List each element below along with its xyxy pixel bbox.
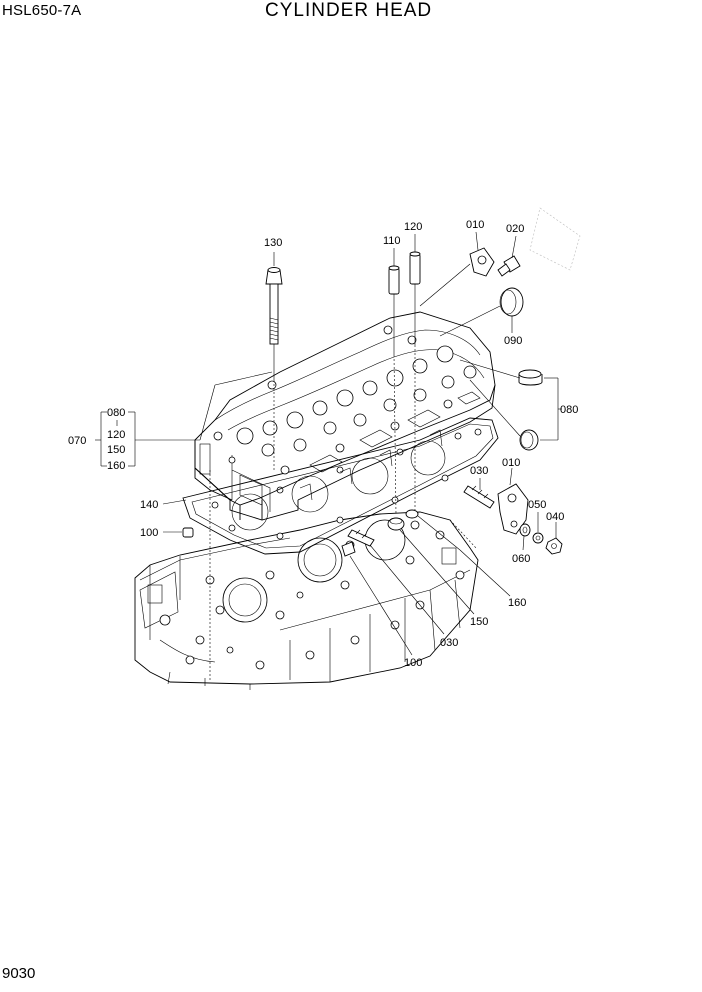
callout-130: 130 — [264, 237, 282, 249]
callout-050: 050 — [528, 499, 546, 511]
callout-140: 140 — [140, 499, 158, 511]
callout-100-lower: 100 — [404, 657, 422, 669]
leader-lines — [95, 231, 562, 680]
callout-060: 060 — [512, 553, 530, 565]
plug-150-drawing — [387, 509, 419, 531]
callout-010-lower: 010 — [502, 457, 520, 469]
engine-block-drawing — [134, 511, 479, 690]
callout-070-150: 150 — [107, 444, 125, 456]
callout-010-top: 010 — [466, 219, 484, 231]
callout-150: 150 — [470, 616, 488, 628]
callout-110: 110 — [383, 235, 401, 247]
model-number: HSL650-7A — [2, 2, 82, 19]
cup-plug-080-drawing — [518, 369, 543, 451]
stud-030-drawing — [347, 485, 495, 547]
cylinder-head-drawing — [194, 311, 496, 521]
callout-070-120: 120 — [107, 429, 125, 441]
callout-090: 090 — [504, 335, 522, 347]
callout-labels: 130 110 120 010 020 090 080 070 080 120 … — [68, 219, 578, 669]
plug-100-drawing — [182, 527, 356, 557]
dowel-110-drawing — [388, 265, 400, 295]
head-gasket-drawing — [182, 417, 499, 555]
page-number: 9030 — [2, 965, 36, 982]
washer-050-drawing — [532, 532, 544, 544]
head-bolt-130-drawing — [265, 267, 283, 345]
page-title: CYLINDER HEAD — [265, 0, 433, 21]
nut-040-drawing — [545, 537, 563, 555]
callout-070-080: 080 — [107, 407, 125, 419]
callout-160: 160 — [508, 597, 526, 609]
callout-020: 020 — [506, 223, 524, 235]
callout-120: 120 — [404, 221, 422, 233]
pipe-120-drawing — [409, 251, 421, 285]
engine-hanger-010-drawing — [469, 247, 495, 277]
callout-070-160: 160 — [107, 460, 125, 472]
bolt-020-drawing — [497, 255, 521, 277]
callout-070: 070 — [68, 435, 86, 447]
callout-030-lower: 030 — [440, 637, 458, 649]
callout-040: 040 — [546, 511, 564, 523]
callout-100-left: 100 — [140, 527, 158, 539]
washer-060-drawing — [519, 523, 531, 537]
callout-080-right: 080 — [560, 404, 578, 416]
callout-030-upper: 030 — [470, 465, 488, 477]
plug-090-drawing — [499, 287, 524, 317]
